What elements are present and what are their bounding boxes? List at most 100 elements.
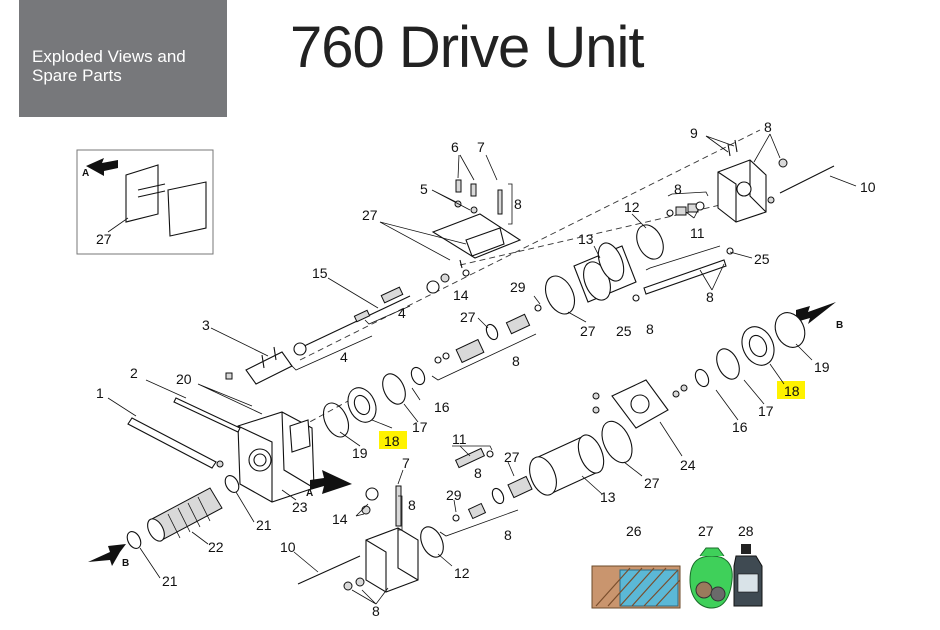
label-18-left: 18 xyxy=(384,433,400,449)
part-plunger-lower xyxy=(452,447,533,522)
label-27-bracket: 27 xyxy=(362,207,378,223)
label-25-right: 25 xyxy=(754,251,770,267)
part-plate-24 xyxy=(592,379,669,429)
label-5: 5 xyxy=(420,181,428,197)
label-29-lower: 29 xyxy=(446,487,462,503)
label-27-cyl: 27 xyxy=(580,323,596,339)
part-rod-25 xyxy=(632,247,734,302)
label-19-left: 19 xyxy=(352,445,368,461)
label-27-lower-seal: 27 xyxy=(644,475,660,491)
label-inset-A: A xyxy=(82,168,89,179)
label-20: 20 xyxy=(176,371,192,387)
label-1: 1 xyxy=(96,385,104,401)
inset-detail xyxy=(76,149,214,255)
highlight-18-left xyxy=(379,431,407,449)
label-13-lower: 13 xyxy=(600,489,616,505)
label-12-top: 12 xyxy=(624,199,640,215)
group-brackets xyxy=(289,183,721,537)
part-block-lower xyxy=(297,485,444,593)
label-26: 26 xyxy=(626,523,642,539)
label-17-right: 17 xyxy=(758,403,774,419)
part-bracket-top xyxy=(431,179,522,277)
label-8-fitting: 8 xyxy=(674,181,682,197)
label-16-left: 16 xyxy=(434,399,450,415)
part-seal-27-top xyxy=(544,275,576,315)
label-24: 24 xyxy=(680,457,696,473)
label-8-lower-fitting: 8 xyxy=(474,465,482,481)
header-box-line1: Exploded Views and xyxy=(32,47,186,66)
label-9: 9 xyxy=(690,125,698,141)
label-8-lower-bolt: 8 xyxy=(408,497,416,513)
label-16-right: 16 xyxy=(732,419,748,435)
part-bracket-3 xyxy=(225,346,293,385)
label-A: A xyxy=(306,488,313,499)
label-8-rod: 8 xyxy=(706,289,714,305)
label-15: 15 xyxy=(312,265,328,281)
label-B-lower: B xyxy=(122,558,129,569)
label-4-upper: 4 xyxy=(398,305,406,321)
label-6: 6 xyxy=(451,139,459,155)
callout-labels: 27 A 6 7 5 8 27 15 4 14 3 4 2 20 1 9 8 1… xyxy=(82,119,876,619)
axis-line-upper xyxy=(299,129,761,361)
page-title: 760 Drive Unit xyxy=(290,15,644,80)
header-box-line2: Spare Parts xyxy=(32,66,122,85)
part-shaft-upper xyxy=(293,273,450,356)
label-22: 22 xyxy=(208,539,224,555)
part-rings-right xyxy=(672,312,806,398)
part-cylinder-13-top xyxy=(573,242,637,303)
part-housing-23 xyxy=(237,411,315,503)
label-7-top: 7 xyxy=(477,139,485,155)
label-19-right: 19 xyxy=(814,359,830,375)
part-spring-22 xyxy=(147,487,223,542)
label-21-lower: 21 xyxy=(162,573,178,589)
label-10-lower: 10 xyxy=(280,539,296,555)
part-oring-12-top xyxy=(636,224,664,260)
label-25-left: 25 xyxy=(616,323,632,339)
label-28: 28 xyxy=(738,523,754,539)
label-11-lower: 11 xyxy=(452,431,467,447)
label-14-upper: 14 xyxy=(453,287,469,303)
label-21-upper: 21 xyxy=(256,517,272,533)
part-plunger-mid xyxy=(434,304,542,364)
label-4-lower: 4 xyxy=(340,349,348,365)
label-7-lower: 7 xyxy=(402,455,410,471)
label-8-lower-nuts: 8 xyxy=(372,603,380,619)
label-23: 23 xyxy=(292,499,308,515)
accessory-28-oil-bottle xyxy=(733,544,763,607)
label-8-mid: 8 xyxy=(512,353,520,369)
label-8-bracket: 8 xyxy=(514,196,522,212)
arrow-b-upper-icon xyxy=(796,302,836,324)
part-seal-27-lower xyxy=(601,420,633,464)
part-fittings-11-top xyxy=(666,201,705,217)
label-27-lower-plunger: 27 xyxy=(504,449,520,465)
label-27-mid: 27 xyxy=(460,309,476,325)
arrow-b-lower-icon xyxy=(88,544,126,566)
part-oring-21-upper xyxy=(224,475,240,493)
leader-lines xyxy=(107,133,857,605)
label-8-top-right: 8 xyxy=(764,119,772,135)
label-27-accessory: 27 xyxy=(698,523,714,539)
label-11-top: 11 xyxy=(690,225,705,241)
accessory-26-gasket-sheet xyxy=(591,565,681,609)
label-8-lower-plunger: 8 xyxy=(504,527,512,543)
part-housing-top xyxy=(717,139,835,223)
highlight-18-right xyxy=(777,381,805,399)
label-13-top: 13 xyxy=(578,231,594,247)
part-oring-21-lower xyxy=(126,531,142,549)
arrow-a-icon xyxy=(310,470,352,494)
part-cylinder-13-lower xyxy=(529,434,605,496)
label-17-left: 17 xyxy=(412,419,428,435)
label-14-lower: 14 xyxy=(332,511,348,527)
label-inset-27: 27 xyxy=(96,231,112,247)
accessory-27-seal-bag xyxy=(689,547,733,609)
part-shaft-1 xyxy=(127,397,241,469)
label-18-right: 18 xyxy=(784,383,800,399)
label-12-lower: 12 xyxy=(454,565,470,581)
label-B-upper: B xyxy=(836,320,843,331)
label-2: 2 xyxy=(130,365,138,381)
header-box: Exploded Views and Spare Parts xyxy=(19,0,227,117)
label-8-rod-end: 8 xyxy=(646,321,654,337)
label-29-top: 29 xyxy=(510,279,526,295)
label-10-top: 10 xyxy=(860,179,876,195)
